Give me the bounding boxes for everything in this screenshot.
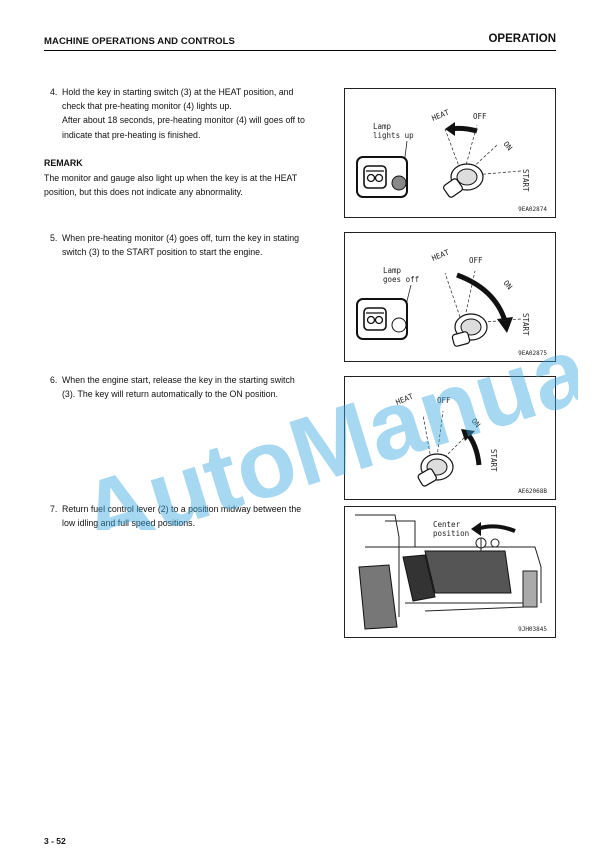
header-rule [44,50,556,51]
on-label: ON [469,417,482,430]
step-line: After about 18 seconds, pre-heating moni… [62,115,305,126]
figure-heat-lamp-on: Lamp lights up HEAT OFF ON START 9EA0287… [344,88,556,218]
preheat-monitor-icon [356,156,408,198]
dashed-guide [464,270,476,318]
arrowhead [461,429,475,441]
figure-id: 9EA02874 [518,206,547,213]
start-label: START [489,449,498,472]
step-line: When the engine start, release the key i… [62,375,295,385]
heat-label: HEAT [430,108,451,123]
step-number: 4. [50,87,58,97]
remark-body: The monitor and gauge also light up when… [44,171,339,199]
lamp-label-line2: goes off [383,275,419,284]
dashed-guide [436,410,444,458]
lever-arrow [476,524,516,533]
figure-fuel-lever-drawing: Center position [355,514,542,630]
starting-switch-icon [443,163,484,198]
figure-start-lamp-off-drawing: Lamp goes off HEAT OFF ON START [356,248,530,347]
running-header-chapter: OPERATION [488,33,556,45]
turn-arrow-start [456,272,508,322]
step-line: Return fuel control lever (2) to a posit… [62,504,302,514]
center-label-line1: Center [433,520,461,529]
step-5: 5. When pre-heating monitor (4) goes off… [44,231,339,259]
step-line: indicate that pre-heating is finished. [62,129,201,140]
figure-id: 9EA02875 [518,350,547,357]
lamp-label-line2: lights up [373,131,414,140]
figure-fuel-lever: Center position 9JH03845 [344,506,556,638]
step-line: Hold the key in starting switch (3) at t… [62,87,294,97]
remark-line: The monitor and gauge also light up when… [44,173,298,183]
off-label: OFF [473,112,487,121]
dashed-guide [472,318,522,324]
step-line: When pre-heating monitor (4) goes off, t… [62,233,299,243]
heat-label: HEAT [394,392,415,407]
remark-line: position, but this does not indicate any… [44,187,243,198]
lamp-label-line1: Lamp [373,122,392,131]
step-number: 6. [50,375,58,385]
step-7: 7. Return fuel control lever (2) to a po… [44,502,339,530]
step-line: switch (3) to the START position to star… [62,247,263,258]
return-arrow [465,431,482,466]
dashed-guide [464,124,478,170]
start-label: START [521,169,530,192]
step-number: 7. [50,504,58,514]
figure-return-on-drawing: HEAT OFF ON START [394,392,498,487]
page-number: 3 - 52 [44,836,66,846]
starting-switch-icon [451,313,488,347]
figure-id: 9JH03845 [518,626,547,633]
figure-return-on: HEAT OFF ON START AE62068B [344,376,556,500]
on-label: ON [501,140,514,153]
on-label: ON [501,279,514,292]
console-drawing [355,514,542,630]
figure-start-lamp-off: Lamp goes off HEAT OFF ON START 9EA02875 [344,232,556,362]
figure-id: AE62068B [518,488,547,495]
off-label: OFF [469,256,483,265]
step-number: 5. [50,233,58,243]
dashed-guide [444,128,461,170]
dashed-guide [422,414,432,460]
dashed-guide [444,272,461,318]
figure-heat-lamp-on-drawing: Lamp lights up HEAT OFF ON START [356,108,530,198]
running-header-section: MACHINE OPERATIONS AND CONTROLS [44,36,235,47]
heat-label: HEAT [430,248,451,263]
preheat-monitor-icon [356,298,408,340]
start-label: START [521,313,530,336]
off-label: OFF [437,396,451,405]
step-line: low idling and full speed positions. [62,518,196,529]
starting-switch-icon [417,453,454,487]
remark-title: REMARK [44,158,83,168]
step-line: check that pre-heating monitor (4) light… [62,101,232,112]
step-line: (3). The key will return automatically t… [62,389,278,400]
dashed-guide [472,170,522,176]
center-label-line2: position [433,529,469,538]
arrowhead [445,122,455,136]
arrowhead [497,317,513,333]
lamp-label-line1: Lamp [383,266,402,275]
step-4: 4. Hold the key in starting switch (3) a… [44,85,339,142]
arrowhead [471,522,481,536]
step-6: 6. When the engine start, release the ke… [44,373,339,401]
